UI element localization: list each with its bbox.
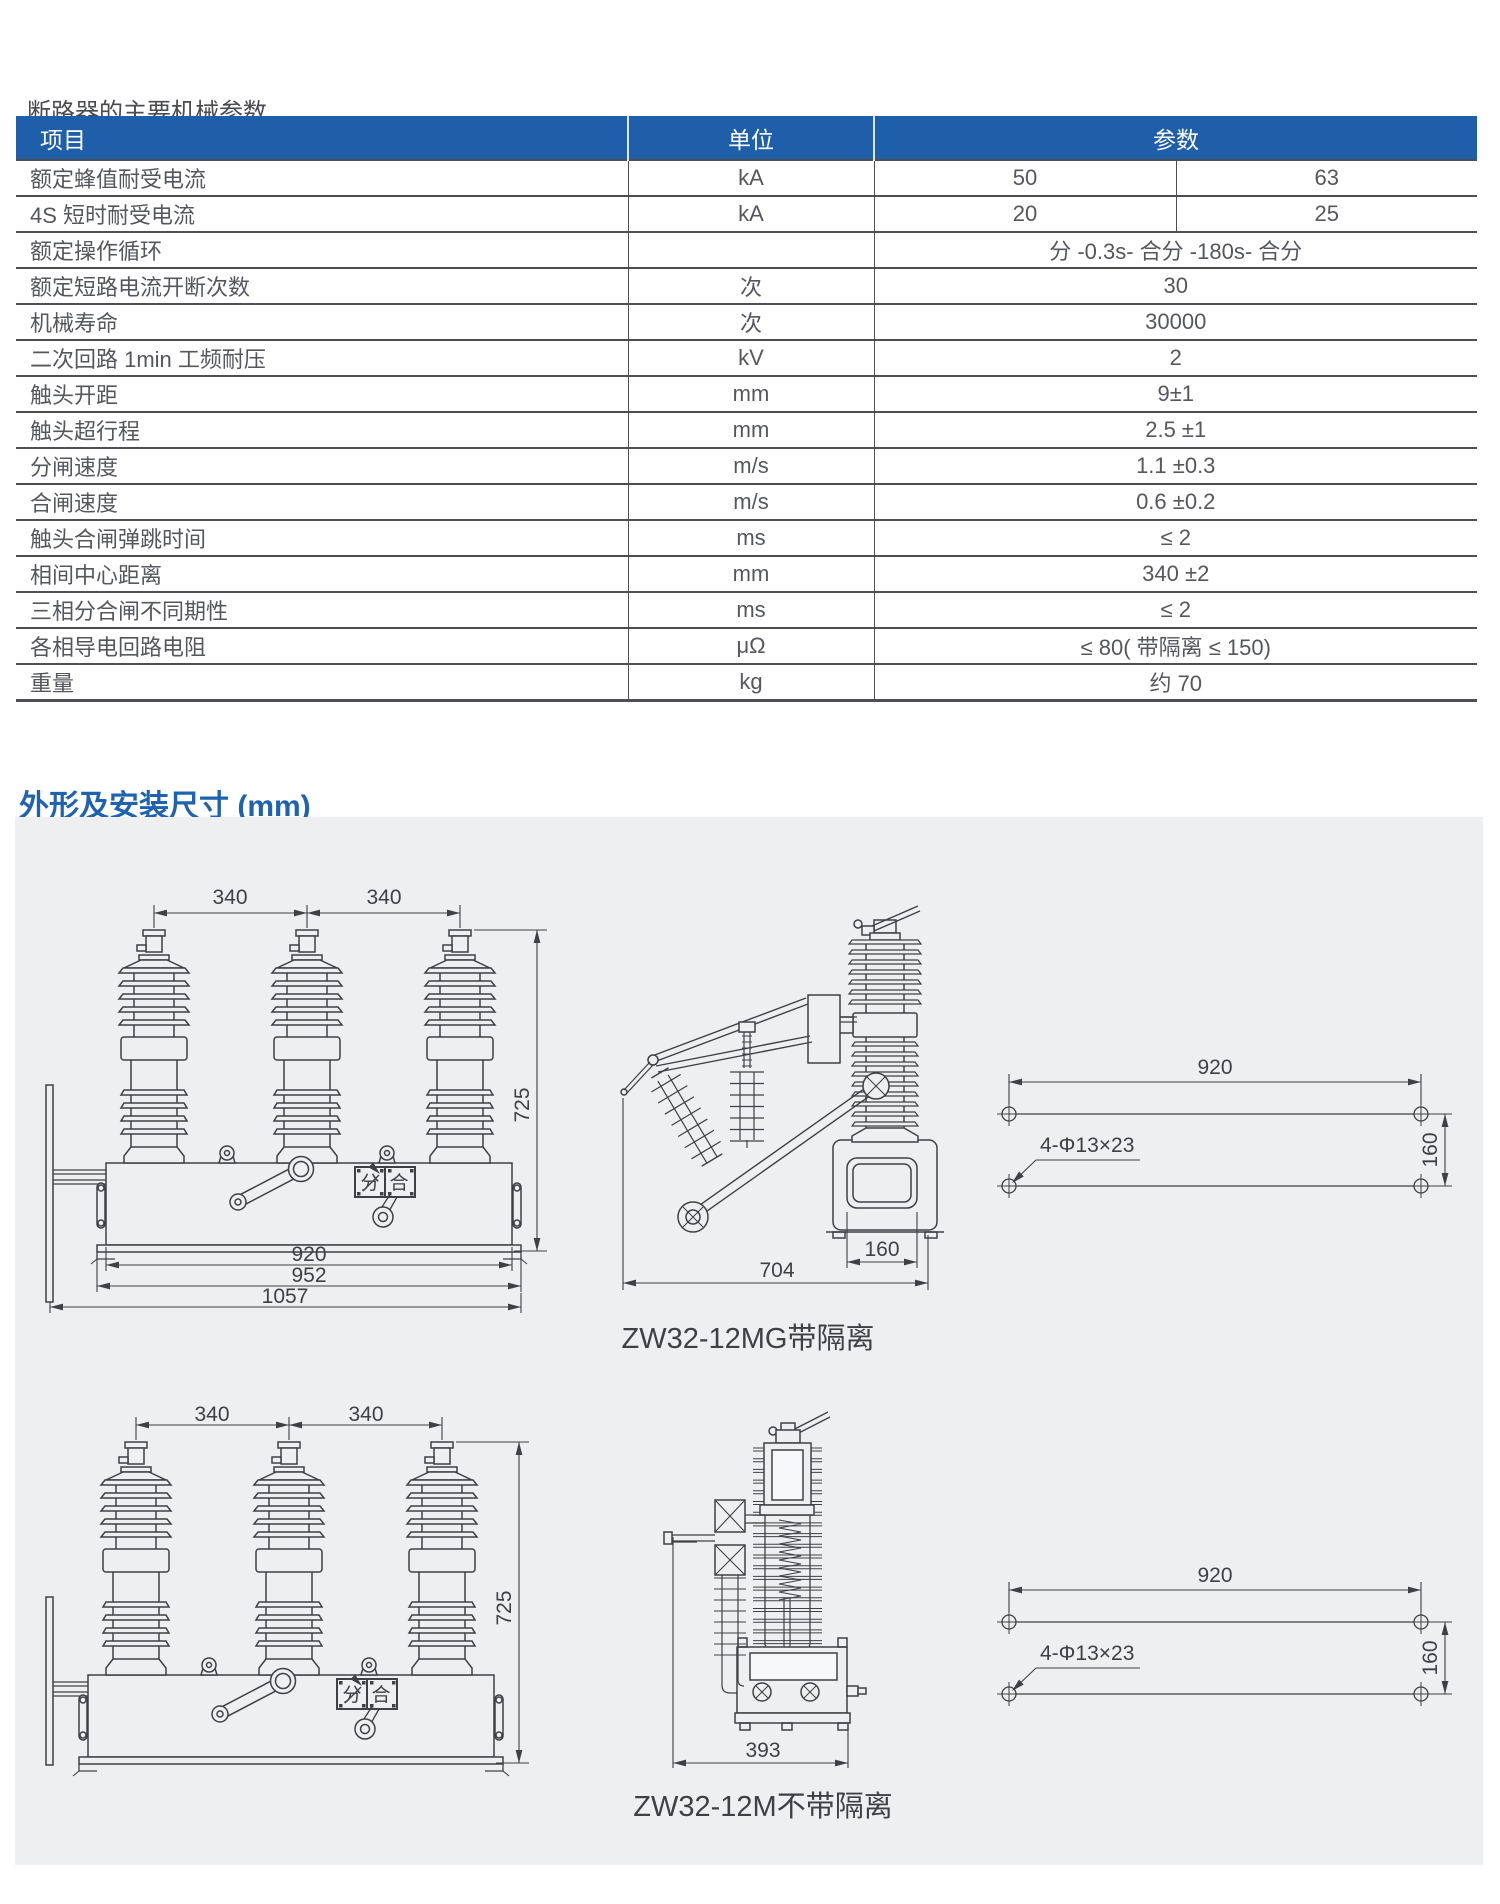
- table-cell: 次: [627, 303, 875, 340]
- table-cell: kA: [627, 159, 875, 196]
- mounting-holes-bottom: [997, 1582, 1452, 1706]
- table-cell: kV: [627, 339, 875, 376]
- table-cell: 0.6 ±0.2: [874, 483, 1477, 520]
- dim-label: 340: [194, 1403, 229, 1426]
- table-cell: 三相分合闸不同期性: [16, 591, 628, 628]
- mounting-holes-top: [997, 1074, 1452, 1198]
- col-header-unit: 单位: [627, 116, 874, 160]
- table-cell: kg: [627, 663, 875, 702]
- table-cell: mm: [627, 411, 875, 448]
- drawing-label-mg: ZW32-12MG带隔离: [622, 1322, 875, 1355]
- table-cell: [627, 231, 875, 268]
- table-cell: 次: [627, 267, 875, 304]
- dim-label: 1057: [262, 1285, 309, 1308]
- table-cell: 重量: [16, 663, 628, 702]
- table-cell: μΩ: [627, 627, 875, 664]
- technical-drawings: 340 340 725 920 952 1057 分 合 160 704 ZW3…: [45, 886, 1452, 1823]
- dim-label: 704: [759, 1259, 794, 1282]
- table-cell: 二次回路 1min 工频耐压: [16, 339, 628, 376]
- table-cell: 分 -0.3s- 合分 -180s- 合分: [874, 231, 1477, 268]
- table-cell: ms: [627, 519, 875, 556]
- table-cell: 30: [874, 267, 1477, 304]
- indicator-close-label: 合: [371, 1684, 390, 1706]
- table-cell: 额定操作循环: [16, 231, 628, 268]
- table-cell: ms: [627, 591, 875, 628]
- table-cell: 机械寿命: [16, 303, 628, 340]
- table-header: 项目 单位 参数: [16, 116, 1477, 160]
- dim-label: 160: [1419, 1132, 1442, 1167]
- table-cell: 20: [874, 195, 1176, 232]
- table-cell: 约 70: [874, 663, 1477, 702]
- indicator-open-label: 分: [342, 1684, 361, 1706]
- dim-label: 725: [493, 1590, 516, 1625]
- table-cell: mm: [627, 375, 875, 412]
- table-cell: 50: [874, 159, 1176, 196]
- hole-note: 4-Φ13×23: [1040, 1134, 1134, 1157]
- dim-label: 725: [511, 1087, 534, 1122]
- table-cell: m/s: [627, 483, 875, 520]
- dim-label: 920: [1197, 1056, 1232, 1079]
- table-cell: 额定短路电流开断次数: [16, 267, 628, 304]
- table-cell: 触头开距: [16, 375, 628, 412]
- table-cell: kA: [627, 195, 875, 232]
- indicator-close-label: 合: [389, 1172, 408, 1194]
- drawings-panel: 340 340 725 920 952 1057 分 合 160 704 ZW3…: [15, 817, 1483, 1865]
- table-cell: 2.5 ±1: [874, 411, 1477, 448]
- dim-label: 393: [745, 1739, 780, 1762]
- table-cell: ≤ 2: [874, 591, 1477, 628]
- table-cell: 额定蜂值耐受电流: [16, 159, 628, 196]
- dim-label: 340: [212, 886, 247, 909]
- table-cell: 2: [874, 339, 1477, 376]
- table-cell: 340 ±2: [874, 555, 1477, 592]
- table-cell: 4S 短时耐受电流: [16, 195, 628, 232]
- dim-label: 340: [366, 886, 401, 909]
- table-cell: 63: [1175, 159, 1477, 196]
- side-view-mg: [620, 905, 944, 1290]
- table-cell: 各相导电回路电阻: [16, 627, 628, 664]
- dim-label: 160: [1419, 1640, 1442, 1675]
- table-row: 额定操作循环 分 -0.3s- 合分 -180s- 合分: [16, 231, 1477, 268]
- front-view-bottom: [45, 1417, 529, 1777]
- table-cell: 30000: [874, 303, 1477, 340]
- col-header-param: 参数: [873, 116, 1477, 160]
- side-view-m: [663, 1411, 867, 1768]
- indicator-open-label: 分: [360, 1172, 379, 1194]
- dim-label: 952: [291, 1264, 326, 1287]
- dim-label: 920: [291, 1243, 326, 1266]
- table-cell: 触头合闸弹跳时间: [16, 519, 628, 556]
- drawing-label-m: ZW32-12M不带隔离: [633, 1790, 892, 1823]
- dim-label: 160: [864, 1238, 899, 1261]
- table-cell: 1.1 ±0.3: [874, 447, 1477, 484]
- dim-label: 920: [1197, 1564, 1232, 1587]
- table-cell: 25: [1175, 195, 1477, 232]
- table-cell: ≤ 80( 带隔离 ≤ 150): [874, 627, 1477, 664]
- table-cell: ≤ 2: [874, 519, 1477, 556]
- table-cell: mm: [627, 555, 875, 592]
- table-cell: 相间中心距离: [16, 555, 628, 592]
- dim-label: 340: [348, 1403, 383, 1426]
- table-cell: 分闸速度: [16, 447, 628, 484]
- hole-note: 4-Φ13×23: [1040, 1642, 1134, 1665]
- front-view-with-dimensions: [45, 905, 547, 1313]
- col-header-item: 项目: [16, 116, 628, 160]
- table-cell: 触头超行程: [16, 411, 628, 448]
- table-cell: m/s: [627, 447, 875, 484]
- table-cell: 合闸速度: [16, 483, 628, 520]
- table-cell: 9±1: [874, 375, 1477, 412]
